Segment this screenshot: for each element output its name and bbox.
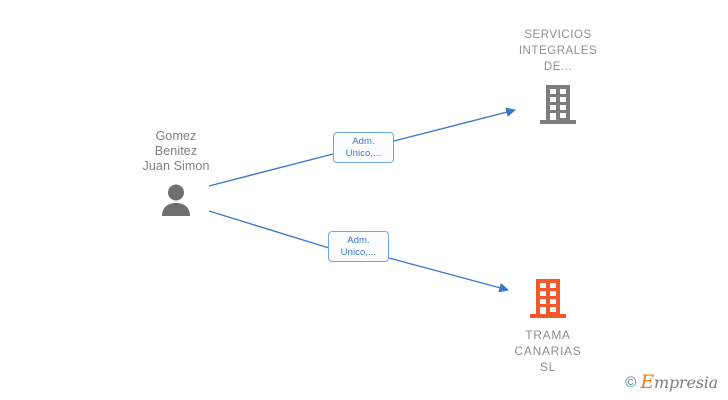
edge-label-role-2[interactable]: Adm. Unico,... <box>328 231 389 262</box>
brand-initial: E <box>640 371 654 393</box>
brand-wordmark: Empresia <box>640 373 718 392</box>
company-name-label-2: TRAMA CANARIAS SL <box>514 328 582 374</box>
edge-line-2a <box>208 210 330 249</box>
node-company-servicios-integrales[interactable]: SERVICIOS INTEGRALES DE... <box>498 27 618 125</box>
edge-line-1a <box>208 153 334 187</box>
building-icon-gray <box>498 79 618 125</box>
edge-line-2b <box>388 257 509 293</box>
edge-line-1b <box>393 107 516 142</box>
person-icon <box>116 180 236 220</box>
company-name-label-1: SERVICIOS INTEGRALES DE... <box>518 29 598 73</box>
brand-rest: mpresia <box>654 373 718 392</box>
node-company-trama-canarias[interactable]: TRAMA CANARIAS SL <box>488 277 608 375</box>
edge-label-role-1[interactable]: Adm. Unico,... <box>333 132 394 163</box>
person-name-label: Gomez Benitez Juan Simon <box>142 129 210 173</box>
node-person[interactable]: Gomez Benitez Juan Simon <box>116 129 236 220</box>
empresia-watermark: © Empresia <box>625 373 718 392</box>
copyright-icon: © <box>625 374 637 391</box>
building-icon-orange <box>488 277 608 323</box>
